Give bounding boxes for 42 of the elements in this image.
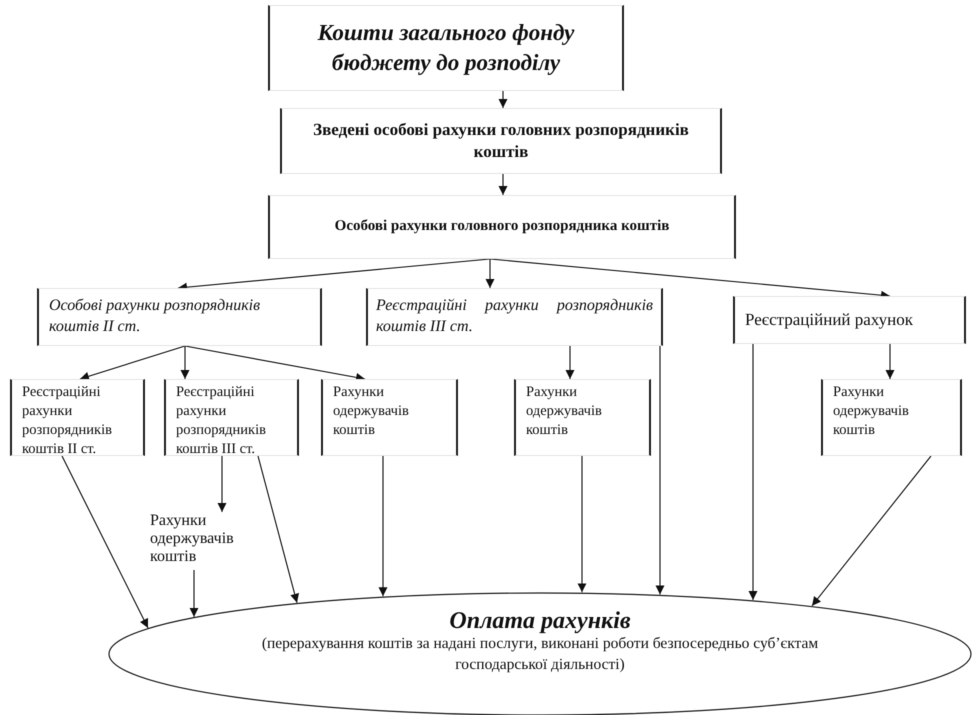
arrow — [62, 456, 148, 628]
box-label: Рахунки одержувачів коштів — [525, 383, 603, 440]
account-box — [164, 379, 299, 456]
box-label: Рахунки одержувачів коштів — [832, 383, 910, 440]
arrow — [218, 456, 226, 512]
arrow — [498, 91, 508, 108]
arrow — [184, 345, 366, 382]
box-label: Зведені особові рахунки головних розпорядників коштів — [312, 118, 690, 163]
node-label: Рахунки одержувачів коштів — [150, 512, 234, 570]
ellipse-title: Оплата рахунків — [449, 608, 631, 634]
account-box — [268, 5, 624, 91]
arrow — [498, 174, 508, 195]
arrow — [486, 259, 494, 288]
box-label: Рахунки одержувачів коштів — [332, 383, 410, 440]
account-box — [321, 379, 458, 456]
arrow — [812, 456, 932, 606]
box-label: Реєстраційний рахунок — [744, 308, 914, 331]
arrow — [190, 570, 198, 617]
account-box — [280, 108, 722, 174]
box-label: Особові рахунки розпорядників коштів II ст. — [48, 296, 262, 337]
account-box — [821, 379, 962, 456]
account-box — [514, 379, 651, 456]
box-label: Кошти загального фонду бюджету до розподілу — [316, 19, 576, 77]
arrow — [886, 344, 894, 379]
account-box — [37, 288, 322, 346]
arrow — [257, 456, 300, 603]
box-label: Реєстраційні рахунки розпорядників коштів III ст. — [175, 383, 267, 459]
arrow — [578, 456, 586, 592]
account-box — [733, 296, 966, 344]
account-box — [10, 379, 145, 456]
box-label: Реєстраційні рахунки розпорядників коштів II ст. — [21, 383, 113, 459]
box-label: Особові рахунки головного розпорядника коштів — [334, 217, 670, 236]
arrow — [566, 346, 574, 379]
arrow — [180, 346, 190, 379]
ellipse-description: (перерахування коштів за надані послуги, виконані роботи безпосередньо суб’єктам господарської діяльності) — [260, 634, 820, 675]
arrow — [378, 456, 388, 596]
arrow — [80, 345, 186, 381]
box-label: Реєстраційні рахунки розпорядників коштів III ст. — [375, 296, 654, 337]
arrow — [656, 346, 664, 594]
arrow — [748, 344, 758, 600]
account-box — [268, 195, 736, 259]
account-box — [366, 288, 663, 346]
